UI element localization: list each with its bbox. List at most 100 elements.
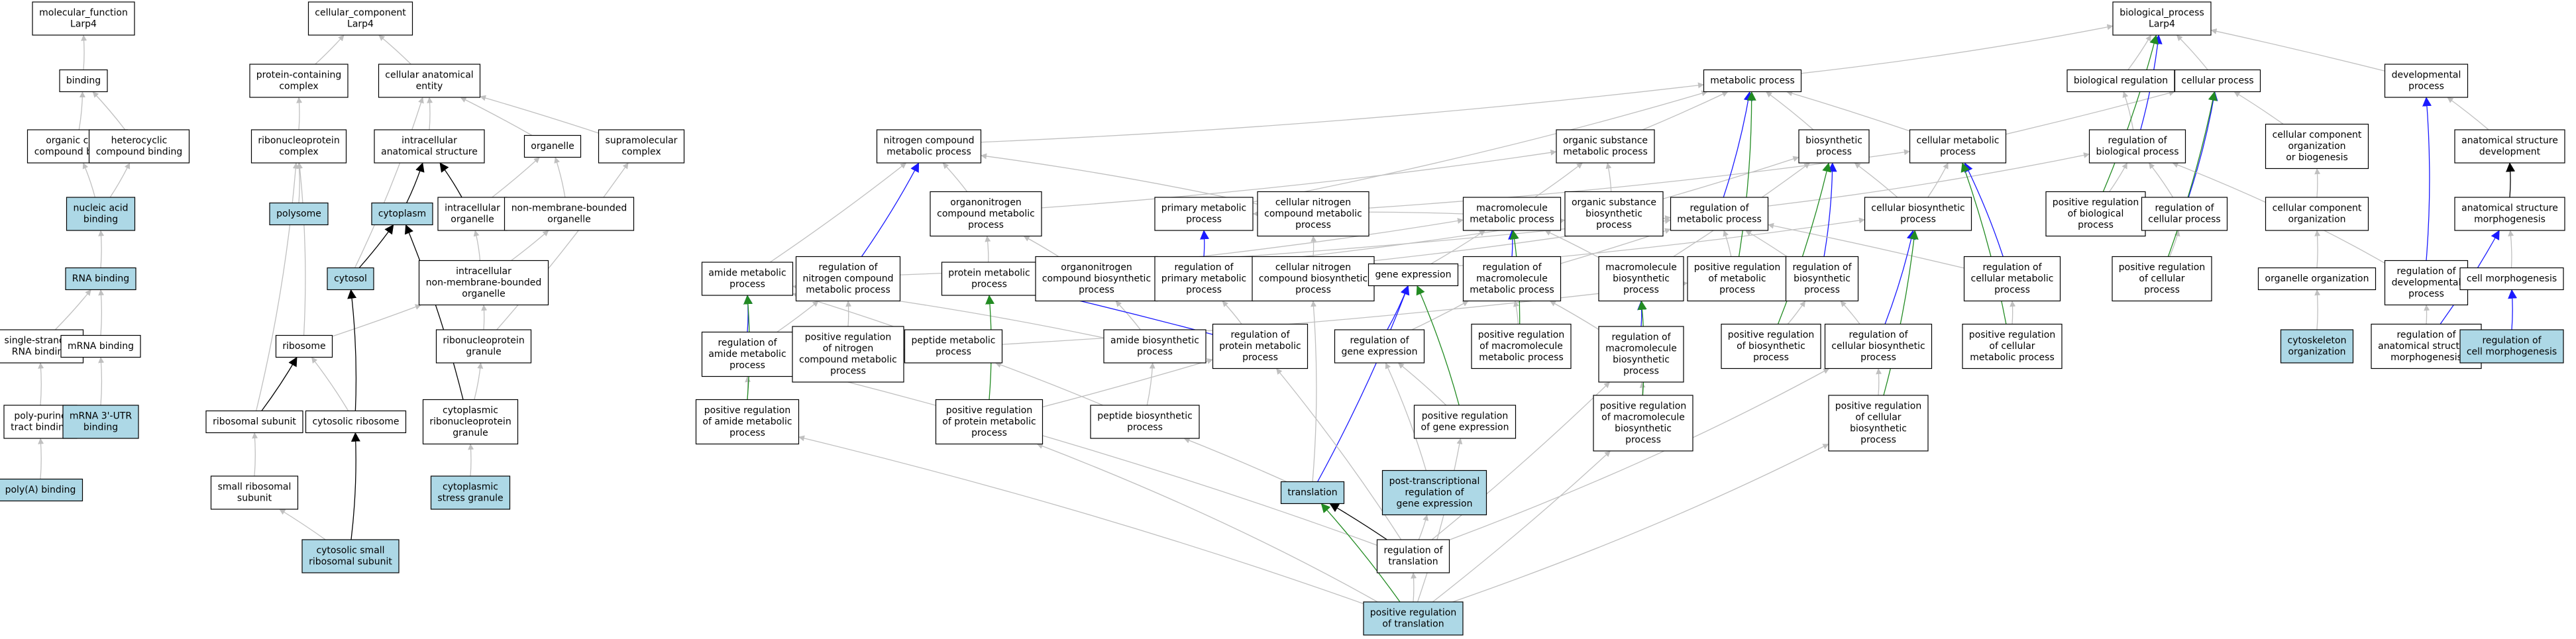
node-label-line: metabolic process: [886, 147, 971, 158]
go-node-polysome[interactable]: polysome: [269, 202, 329, 226]
go-node-mrna-binding[interactable]: mRNA binding: [60, 334, 141, 358]
go-node-reg-macromol-bios[interactable]: regulation ofmacromoleculebiosyntheticpr…: [1598, 326, 1684, 383]
node-box: [523, 134, 582, 158]
go-node-cytosol[interactable]: cytosol: [327, 267, 374, 291]
go-node-organelle[interactable]: organelle: [523, 134, 582, 158]
go-node-cytoplasm[interactable]: cytoplasm: [371, 202, 433, 226]
node-label-line: cytosol: [334, 273, 367, 284]
go-node-binding[interactable]: binding: [59, 69, 108, 93]
go-node-ribosome[interactable]: ribosome: [275, 334, 333, 358]
go-node-ribo-subunit[interactable]: ribosomal subunit: [205, 410, 303, 434]
go-node-cyto-ribosome[interactable]: cytosolic ribosome: [305, 410, 407, 434]
go-node-rna-binding[interactable]: RNA binding: [65, 267, 136, 291]
node-label-line: macromolecule: [1605, 344, 1677, 354]
go-node-cell-morph[interactable]: cell morphogenesis: [2459, 267, 2564, 291]
go-node-translation[interactable]: translation: [1280, 481, 1345, 505]
node-label-line: positive regulation: [1478, 330, 1564, 340]
go-node-bio-reg[interactable]: biological regulation: [2066, 69, 2175, 93]
go-node-intra-nonmem[interactable]: intracellularnon-membrane-boundedorganel…: [418, 260, 549, 306]
go-node-polya[interactable]: poly(A) binding: [0, 478, 83, 502]
node-box: [1909, 129, 2007, 164]
go-node-cellular-proc[interactable]: cellular process: [2174, 69, 2261, 93]
node-label-line: mRNA binding: [68, 341, 134, 352]
edge-is-a: [2109, 162, 2128, 192]
go-node-metabolic[interactable]: metabolic process: [1703, 69, 1802, 93]
go-node-organelle-org[interactable]: organelle organization: [2257, 267, 2377, 291]
go-node-gene-expr[interactable]: gene expression: [1368, 263, 1459, 287]
node-box: [695, 399, 800, 445]
